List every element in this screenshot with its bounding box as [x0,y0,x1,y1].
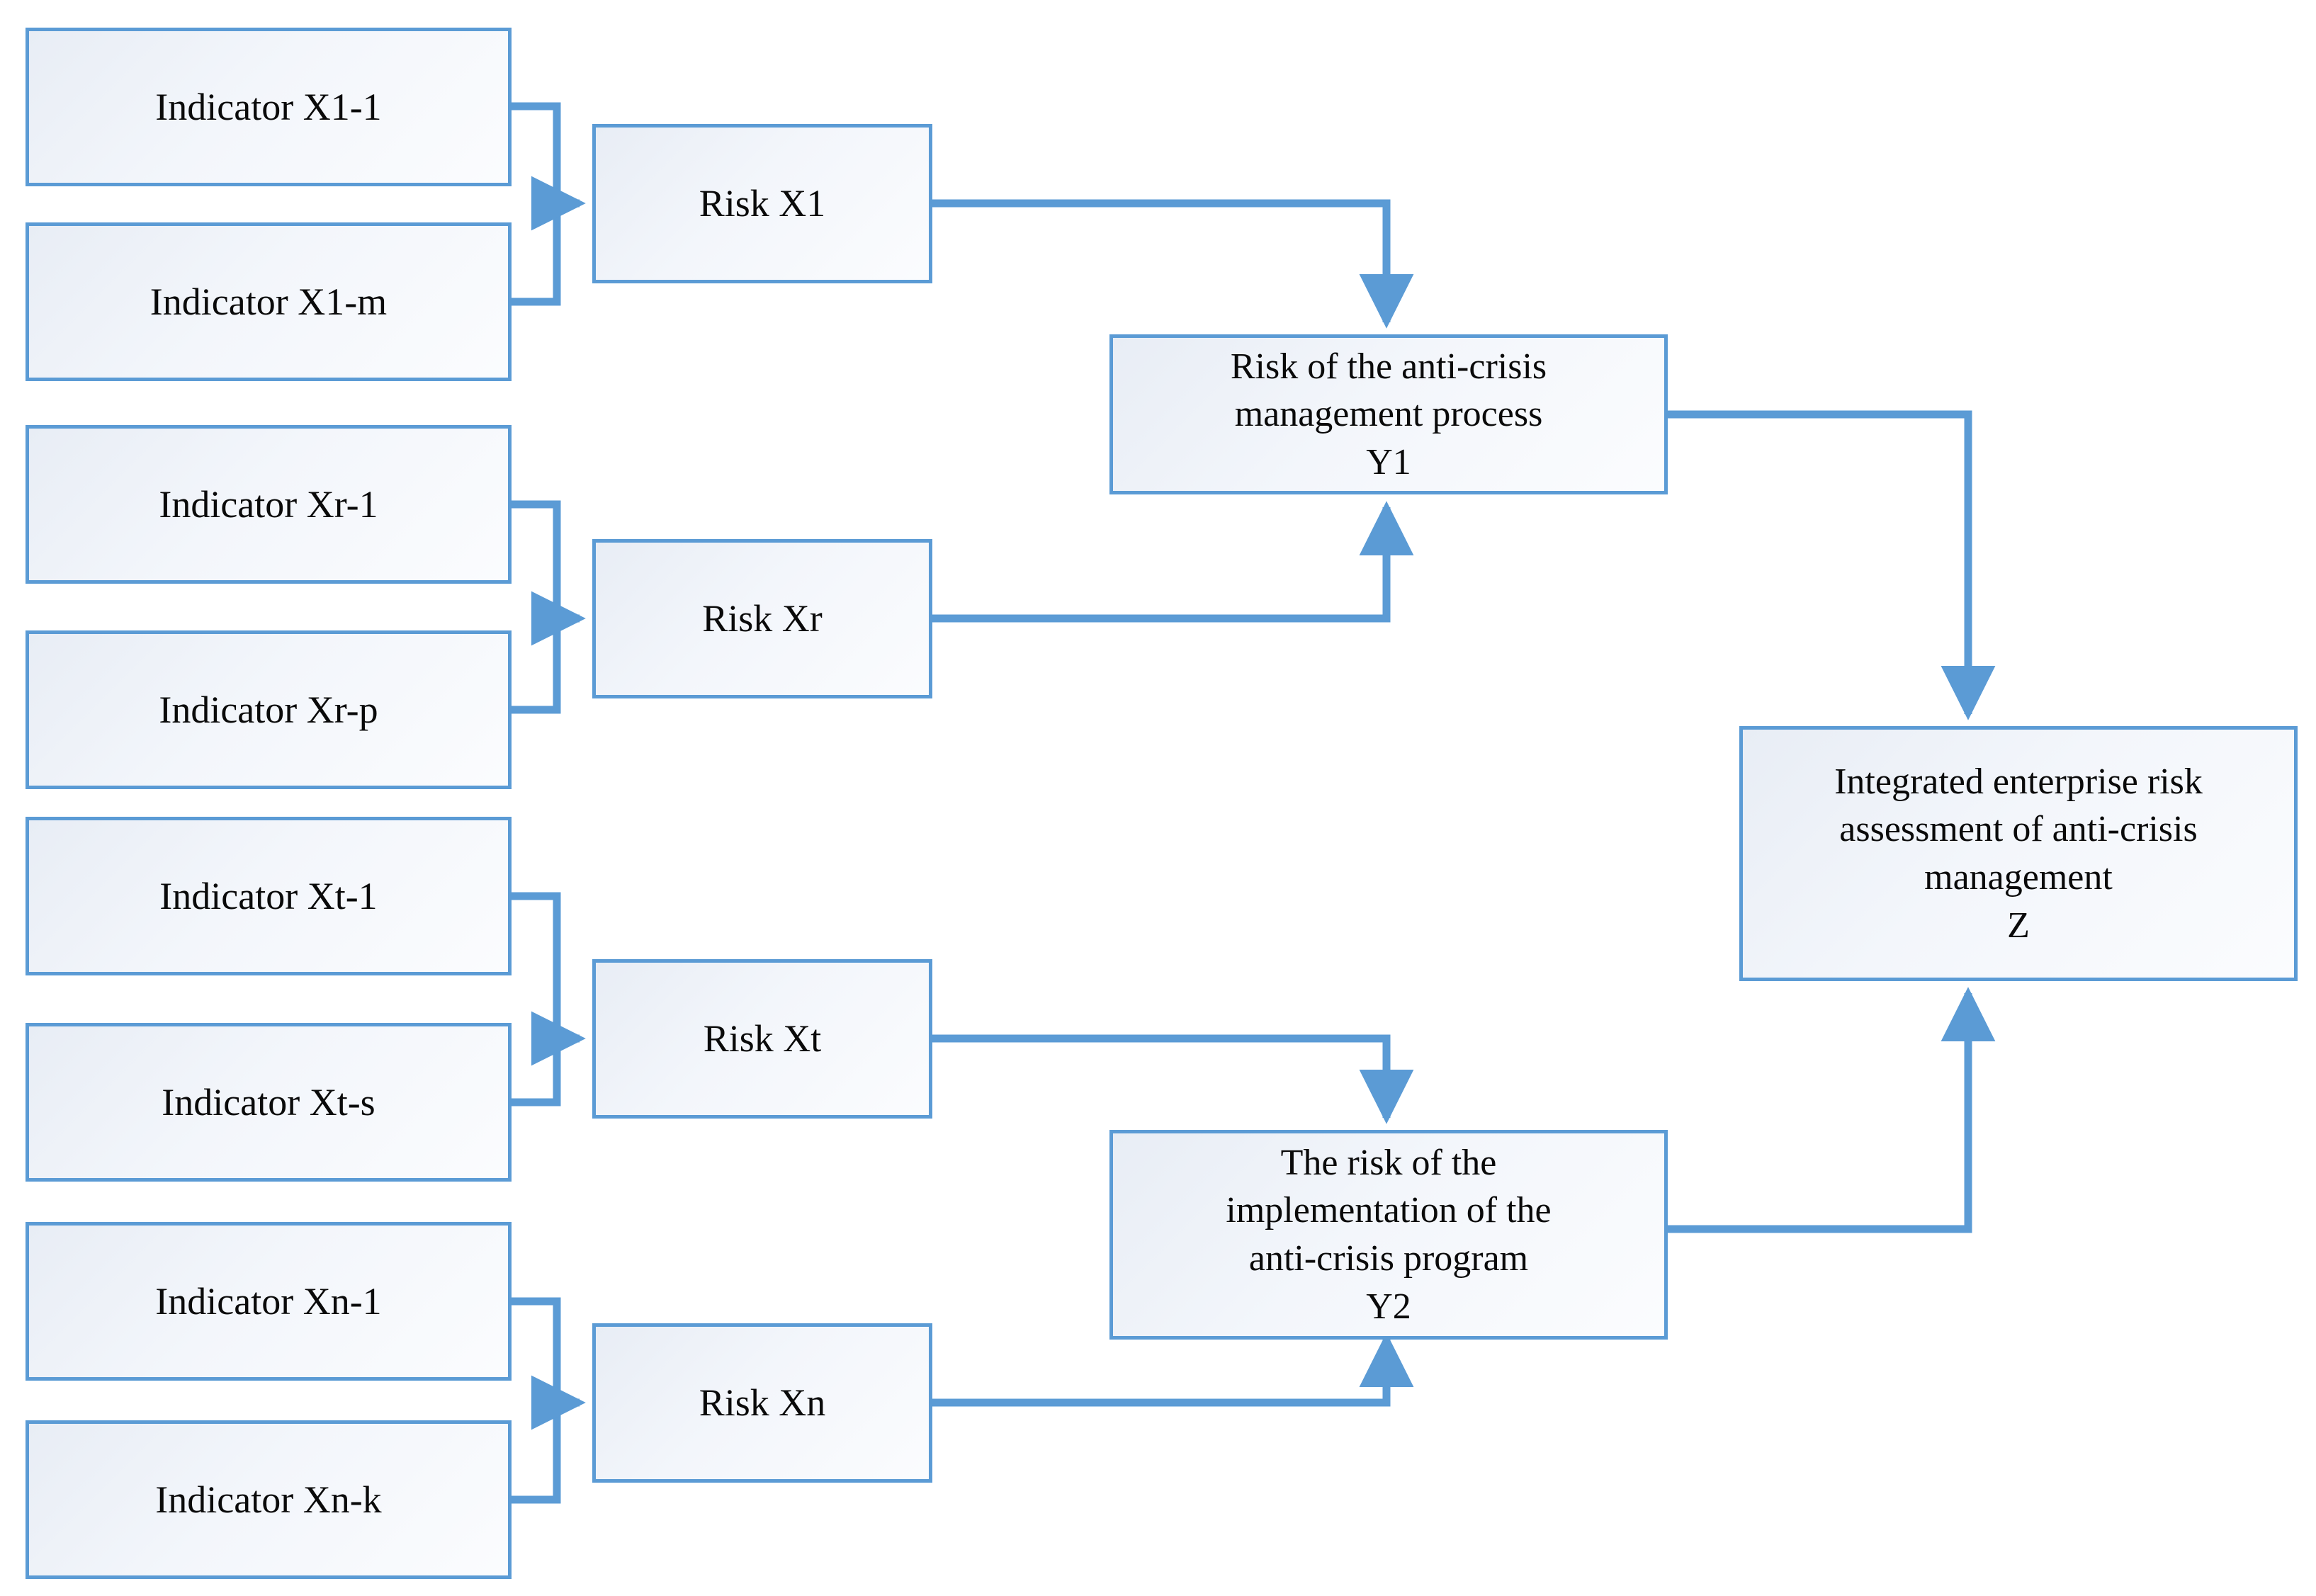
edge-risk-xr-to-y1 [932,501,1414,623]
edge-risk-xn-to-y2 [932,1332,1414,1407]
edge-xn-1-to-risk-xn [512,1297,561,1403]
edge-risk-x1-to-y1 [932,199,1414,329]
edge-xt-s-to-risk-xt [512,1038,561,1107]
edge-x1-m-to-risk-x1 [512,203,561,306]
node-risk-xt[interactable]: Risk Xt [592,959,932,1119]
node-risk-x1[interactable]: Risk X1 [592,124,932,283]
node-risk-xr[interactable]: Risk Xr [592,539,932,698]
node-indicator-xr-p[interactable]: Indicator Xr-p [26,630,512,789]
node-label: Indicator Xt-1 [159,874,378,917]
node-label: Indicator Xt-s [162,1080,375,1124]
node-indicator-xn-k[interactable]: Indicator Xn-k [26,1420,512,1579]
node-label: Indicator X1-m [149,280,388,323]
node-label: Indicator Xr-p [159,688,378,731]
node-label: Risk Xr [702,597,823,640]
node-label: Risk of the anti-crisis management proce… [1230,346,1547,482]
node-label: Risk Xn [699,1381,826,1425]
node-label: Indicator Xn-k [155,1478,382,1521]
node-indicator-x1-1[interactable]: Indicator X1-1 [26,28,512,186]
node-label: Indicator X1-1 [155,85,382,128]
node-risk-xn[interactable]: Risk Xn [592,1323,932,1483]
edge-y2-to-z [1668,987,1996,1233]
node-indicator-xt-1[interactable]: Indicator Xt-1 [26,817,512,975]
edge-x1-1-to-risk-x1 [512,102,561,203]
edge-xr-p-to-risk-xr [512,618,561,714]
node-aggregate-y1[interactable]: Risk of the anti-crisis management proce… [1109,334,1668,494]
node-label: Integrated enterprise risk assessment of… [1834,761,2203,946]
node-label: Indicator Xn-1 [155,1279,382,1323]
node-indicator-xn-1[interactable]: Indicator Xn-1 [26,1222,512,1381]
edge-y1-to-z [1668,410,1996,720]
node-indicator-xr-1[interactable]: Indicator Xr-1 [26,425,512,584]
node-aggregate-y2[interactable]: The risk of the implementation of the an… [1109,1130,1668,1340]
edge-xt-1-to-risk-xt [512,892,561,1038]
edge-xn-k-to-risk-xn [512,1403,561,1504]
node-integrated-assessment-z[interactable]: Integrated enterprise risk assessment of… [1739,726,2298,981]
edge-risk-xt-to-y2 [932,1034,1414,1124]
node-indicator-x1-m[interactable]: Indicator X1-m [26,222,512,381]
node-indicator-xt-s[interactable]: Indicator Xt-s [26,1023,512,1182]
node-label: Risk Xt [703,1017,822,1060]
node-label: The risk of the implementation of the an… [1226,1142,1552,1327]
node-label: Indicator Xr-1 [159,482,378,526]
edge-xr-1-to-risk-xr [512,500,561,618]
node-label: Risk X1 [699,182,826,225]
